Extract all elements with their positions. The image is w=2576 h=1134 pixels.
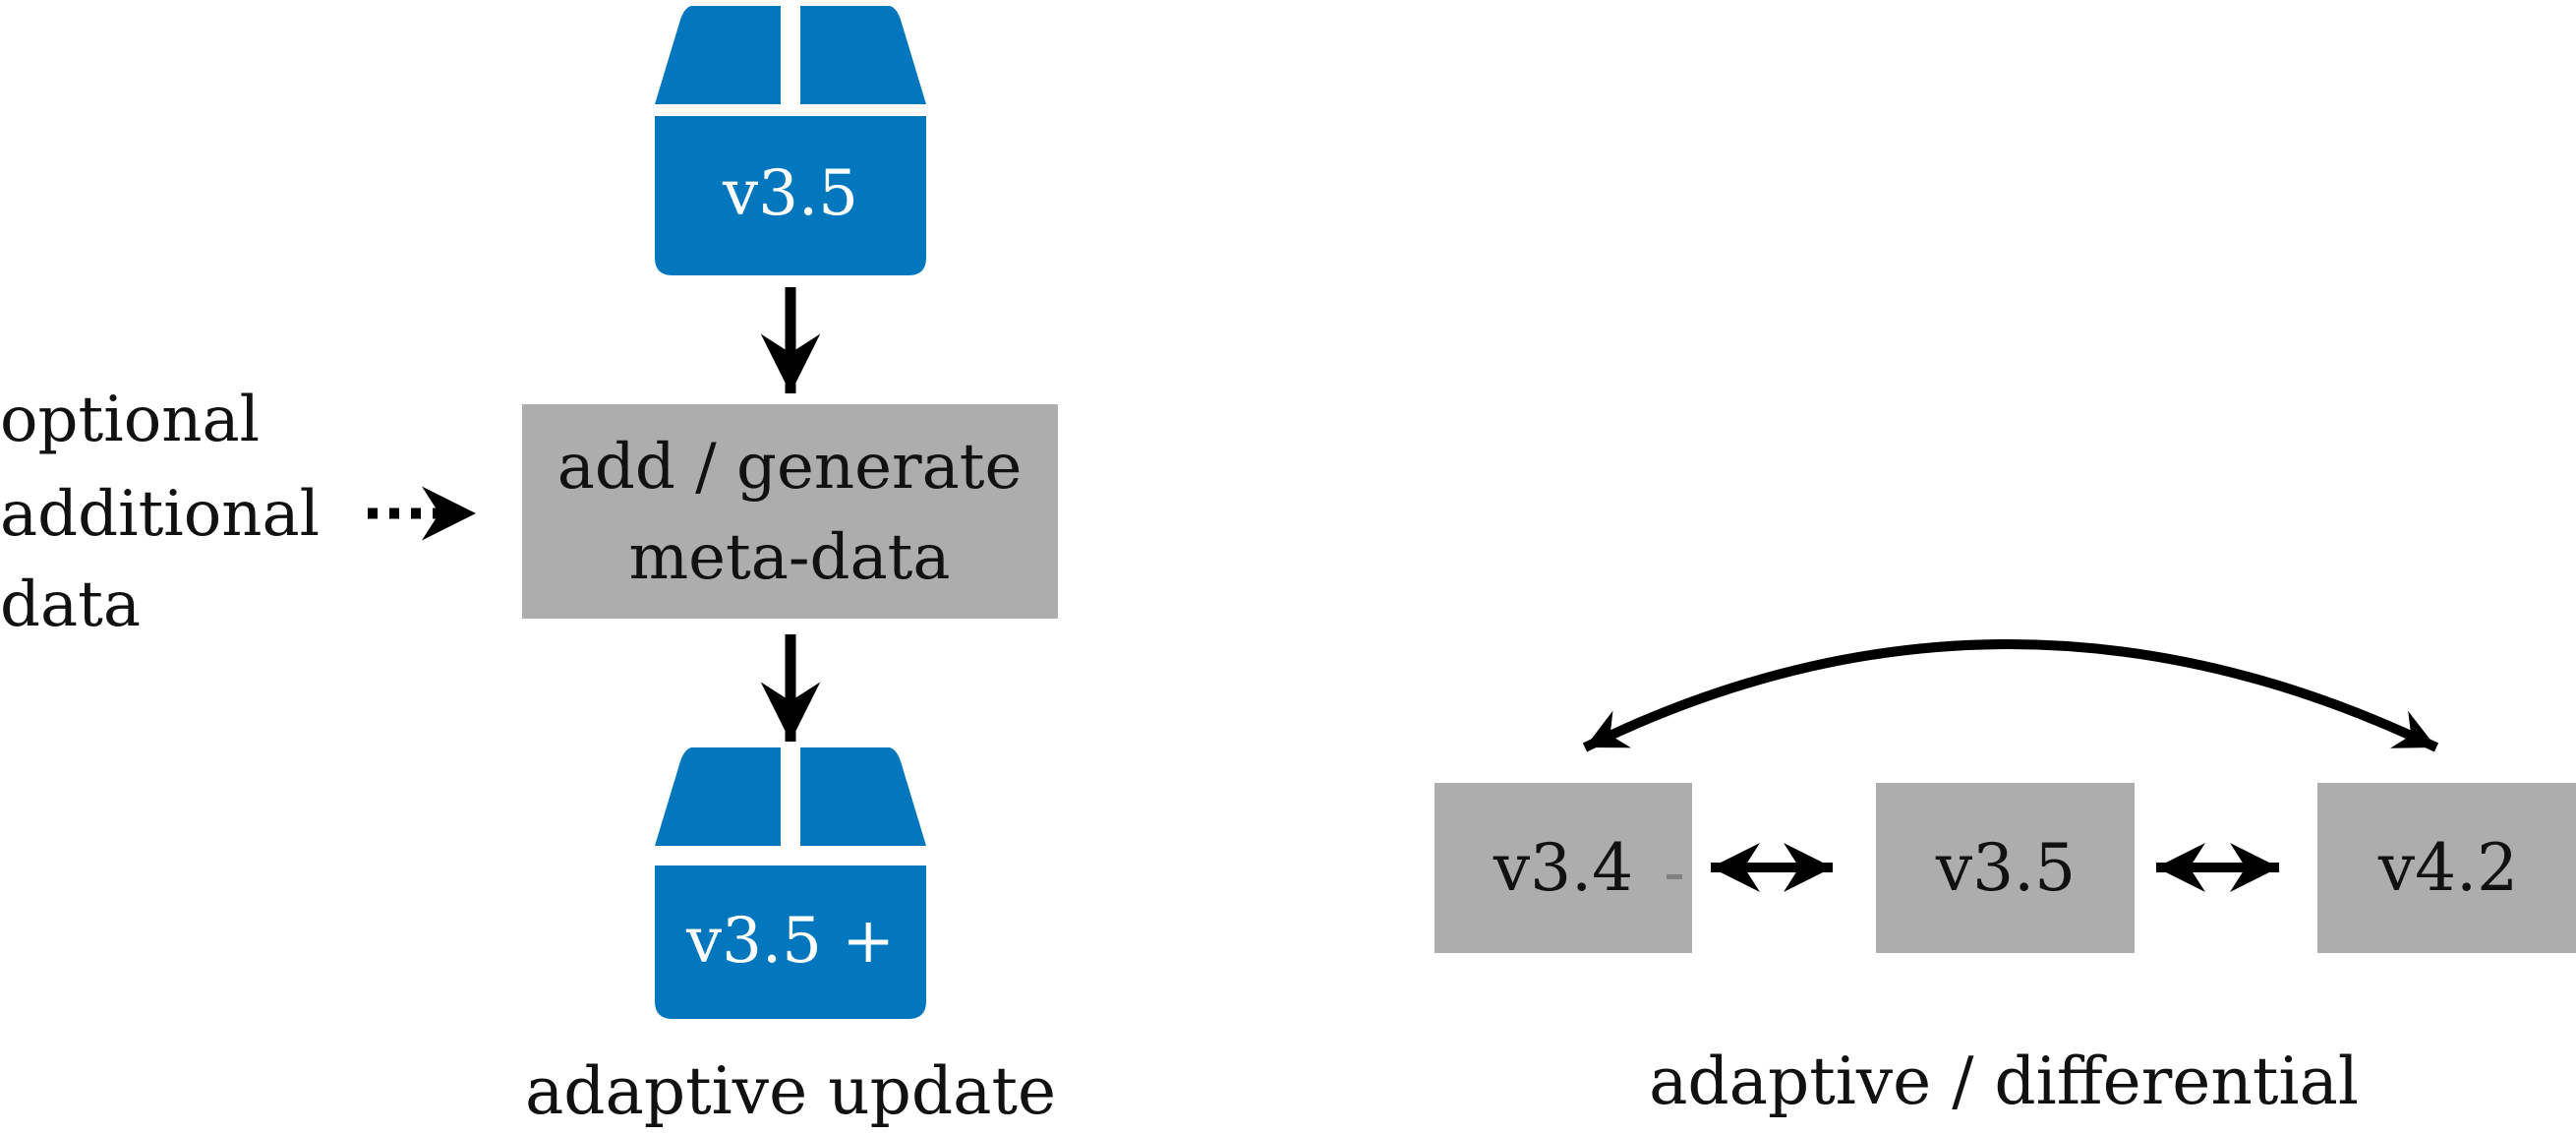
side-input-line2: additional bbox=[0, 478, 320, 551]
caption-adaptive-update: adaptive update bbox=[525, 1053, 1056, 1129]
package-bottom-label: v3.5 + bbox=[685, 905, 895, 978]
package-top-label: v3.5 bbox=[722, 157, 858, 230]
process-box: add / generate meta-data bbox=[522, 404, 1058, 619]
package-icon bbox=[655, 6, 926, 275]
process-box-line1: add / generate bbox=[557, 431, 1023, 504]
version-box-v34: v3.4 bbox=[1434, 783, 1692, 953]
side-input-label: optional additional data bbox=[0, 384, 320, 641]
minus-mark bbox=[1667, 874, 1682, 879]
side-input-line1: optional bbox=[0, 384, 260, 456]
version-label-v34: v3.4 bbox=[1493, 830, 1633, 906]
package-icon bbox=[655, 747, 926, 1019]
version-label-v35: v3.5 bbox=[1935, 830, 2076, 906]
version-box-v35: v3.5 bbox=[1876, 783, 2135, 953]
version-box-v42: v4.2 bbox=[2317, 783, 2576, 953]
package-bottom: v3.5 + bbox=[655, 747, 926, 1019]
package-top: v3.5 bbox=[655, 6, 926, 275]
process-box-line2: meta-data bbox=[628, 521, 950, 594]
version-label-v42: v4.2 bbox=[2377, 830, 2518, 906]
caption-adaptive-differential: adaptive / differential bbox=[1649, 1044, 2359, 1119]
side-input-line3: data bbox=[0, 568, 141, 641]
arc-arrow-v34-v42 bbox=[1582, 639, 2439, 752]
